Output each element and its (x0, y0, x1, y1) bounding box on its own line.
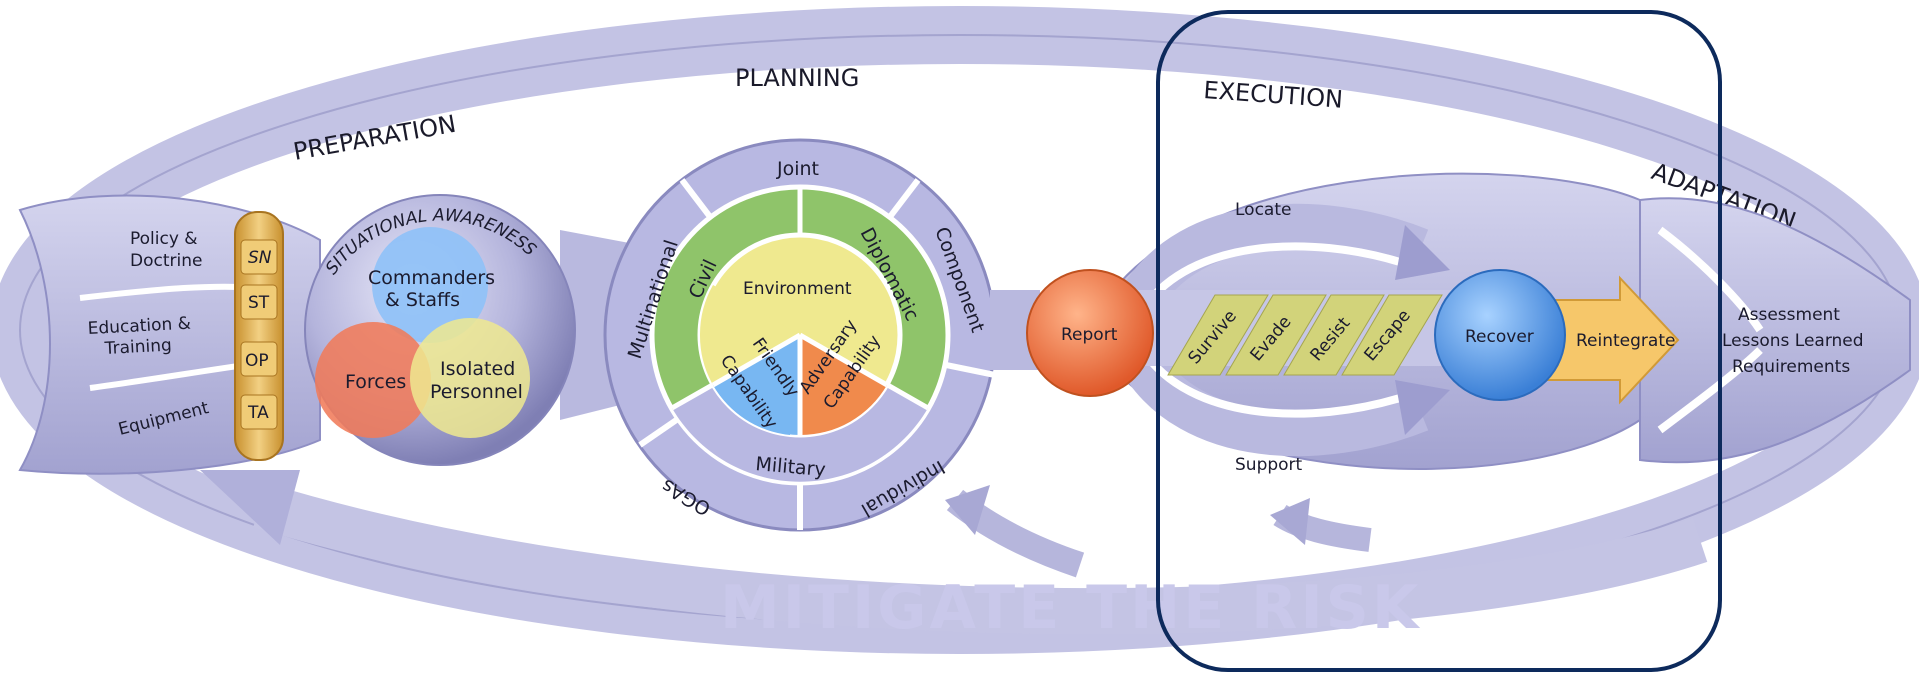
capability-wheel (603, 138, 997, 532)
ring-tab-ta: TA (240, 394, 278, 430)
wheel-environment: Environment (743, 279, 852, 299)
mitigate-return-arrowhead (200, 470, 300, 545)
locate-arc (1121, 203, 1429, 313)
support-arc (1121, 347, 1429, 457)
output-lessons-learned: Lessons Learned (1722, 331, 1864, 351)
ring-tab-st: ST (240, 284, 278, 320)
reintegrate-label: Reintegrate (1576, 331, 1675, 351)
band-wheel-to-report (990, 290, 1040, 370)
svg-text:OP: OP (245, 351, 269, 371)
adaptation-slot-bottom (1657, 347, 1763, 434)
execution-steps (1167, 294, 1443, 376)
policy-label-2: Doctrine (130, 251, 202, 271)
support-label: Support (1235, 455, 1303, 475)
step-evade (1225, 294, 1327, 376)
report-label: Report (1061, 325, 1118, 345)
step-escape (1341, 294, 1443, 376)
svg-text:TA: TA (247, 403, 269, 423)
phase-planning: PLANNING (735, 64, 859, 92)
reintegrate-arrow (1539, 275, 1680, 405)
output-requirements: Requirements (1732, 357, 1850, 377)
education-label-2: Training (103, 336, 172, 360)
svg-text:SN: SN (248, 248, 272, 268)
execution-highlight-frame (1156, 10, 1722, 672)
feedback-arrowhead-execution (1270, 498, 1310, 545)
commanders-label-2: & Staffs (385, 289, 460, 311)
venn-isolated-personnel (410, 318, 530, 438)
venn-forces (315, 322, 431, 438)
step-survive (1167, 294, 1269, 376)
isolated-label-2: Personnel (430, 381, 523, 403)
isolated-label-1: Isolated (440, 358, 515, 380)
adaptation-slot-top (1657, 226, 1764, 333)
venn-commanders (372, 227, 488, 343)
mitigate-banner: MITIGATE THE RISK (720, 573, 1421, 643)
commanders-label-1: Commanders (368, 267, 495, 289)
svg-text:ST: ST (248, 293, 270, 313)
output-assessment: Assessment (1738, 305, 1840, 325)
forces-label: Forces (345, 371, 406, 393)
support-arc-white (1146, 357, 1402, 418)
recover-sphere (1434, 269, 1566, 401)
report-sphere (1026, 269, 1154, 397)
feedback-arrowhead-wheel (945, 485, 990, 535)
ring-tab-op: OP (240, 341, 278, 377)
locate-label: Locate (1235, 200, 1291, 220)
ring-tab-sn: SN (240, 239, 278, 275)
recover-label: Recover (1465, 327, 1534, 347)
support-arrowhead (1395, 380, 1450, 435)
locate-arrowhead (1395, 225, 1450, 280)
step-resist (1283, 294, 1385, 376)
mitigate-return-band (253, 483, 1708, 635)
wheel-joint: Joint (776, 158, 819, 180)
policy-label-1: Policy & (130, 229, 198, 249)
locate-arc-white (1146, 242, 1402, 303)
